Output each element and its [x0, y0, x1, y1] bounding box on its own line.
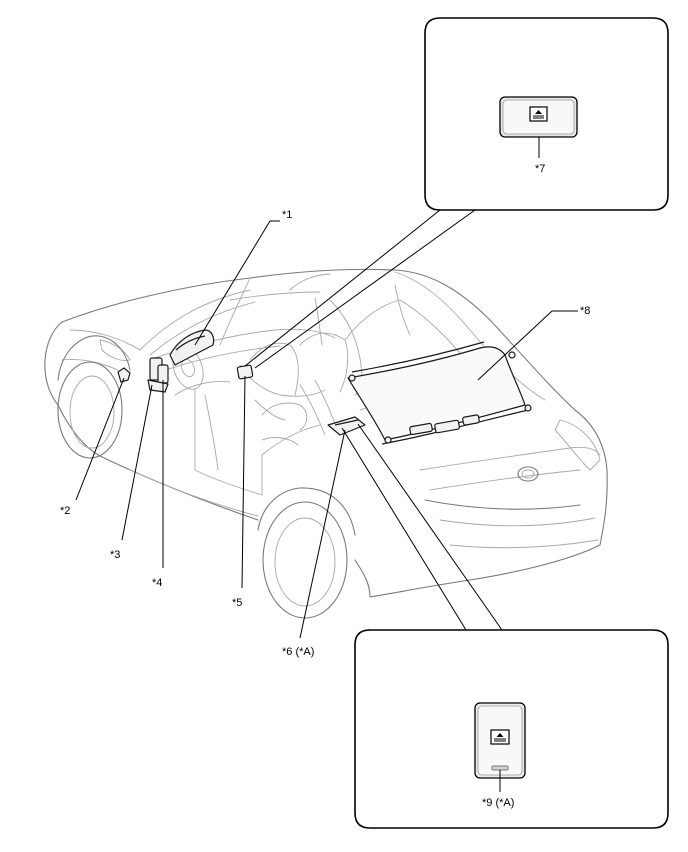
callout-1: *1	[282, 209, 292, 221]
part-3-4-assembly	[147, 357, 169, 393]
callout-8: *8	[580, 305, 590, 317]
part-6-module	[327, 416, 366, 436]
roller-sunshade-switch-icon	[529, 106, 548, 122]
rear-window-sunshade	[347, 341, 532, 445]
callout-3: *3	[110, 549, 120, 561]
roller-sunshade-switch-icon	[490, 729, 510, 745]
rear-sunshade-switch-front	[499, 96, 578, 138]
callout-7: *7	[535, 163, 545, 175]
part-2	[117, 367, 131, 383]
callouts: *1 *2 *3 *4 *5 *6 (*A) *8	[60, 209, 590, 658]
parts-highlighted	[117, 329, 532, 445]
detail-box-top: *7	[244, 17, 669, 369]
rear-sunshade-switch-rear	[474, 702, 526, 779]
part-5-switch	[236, 364, 254, 380]
detail-box-bottom: *9 (*A)	[341, 423, 669, 829]
callout-9: *9 (*A)	[482, 797, 514, 809]
callout-2: *2	[60, 505, 70, 517]
callout-6: *6 (*A)	[282, 646, 314, 658]
callout-4: *4	[152, 577, 162, 589]
callout-5: *5	[232, 597, 242, 609]
vehicle-illustration	[44, 268, 608, 619]
